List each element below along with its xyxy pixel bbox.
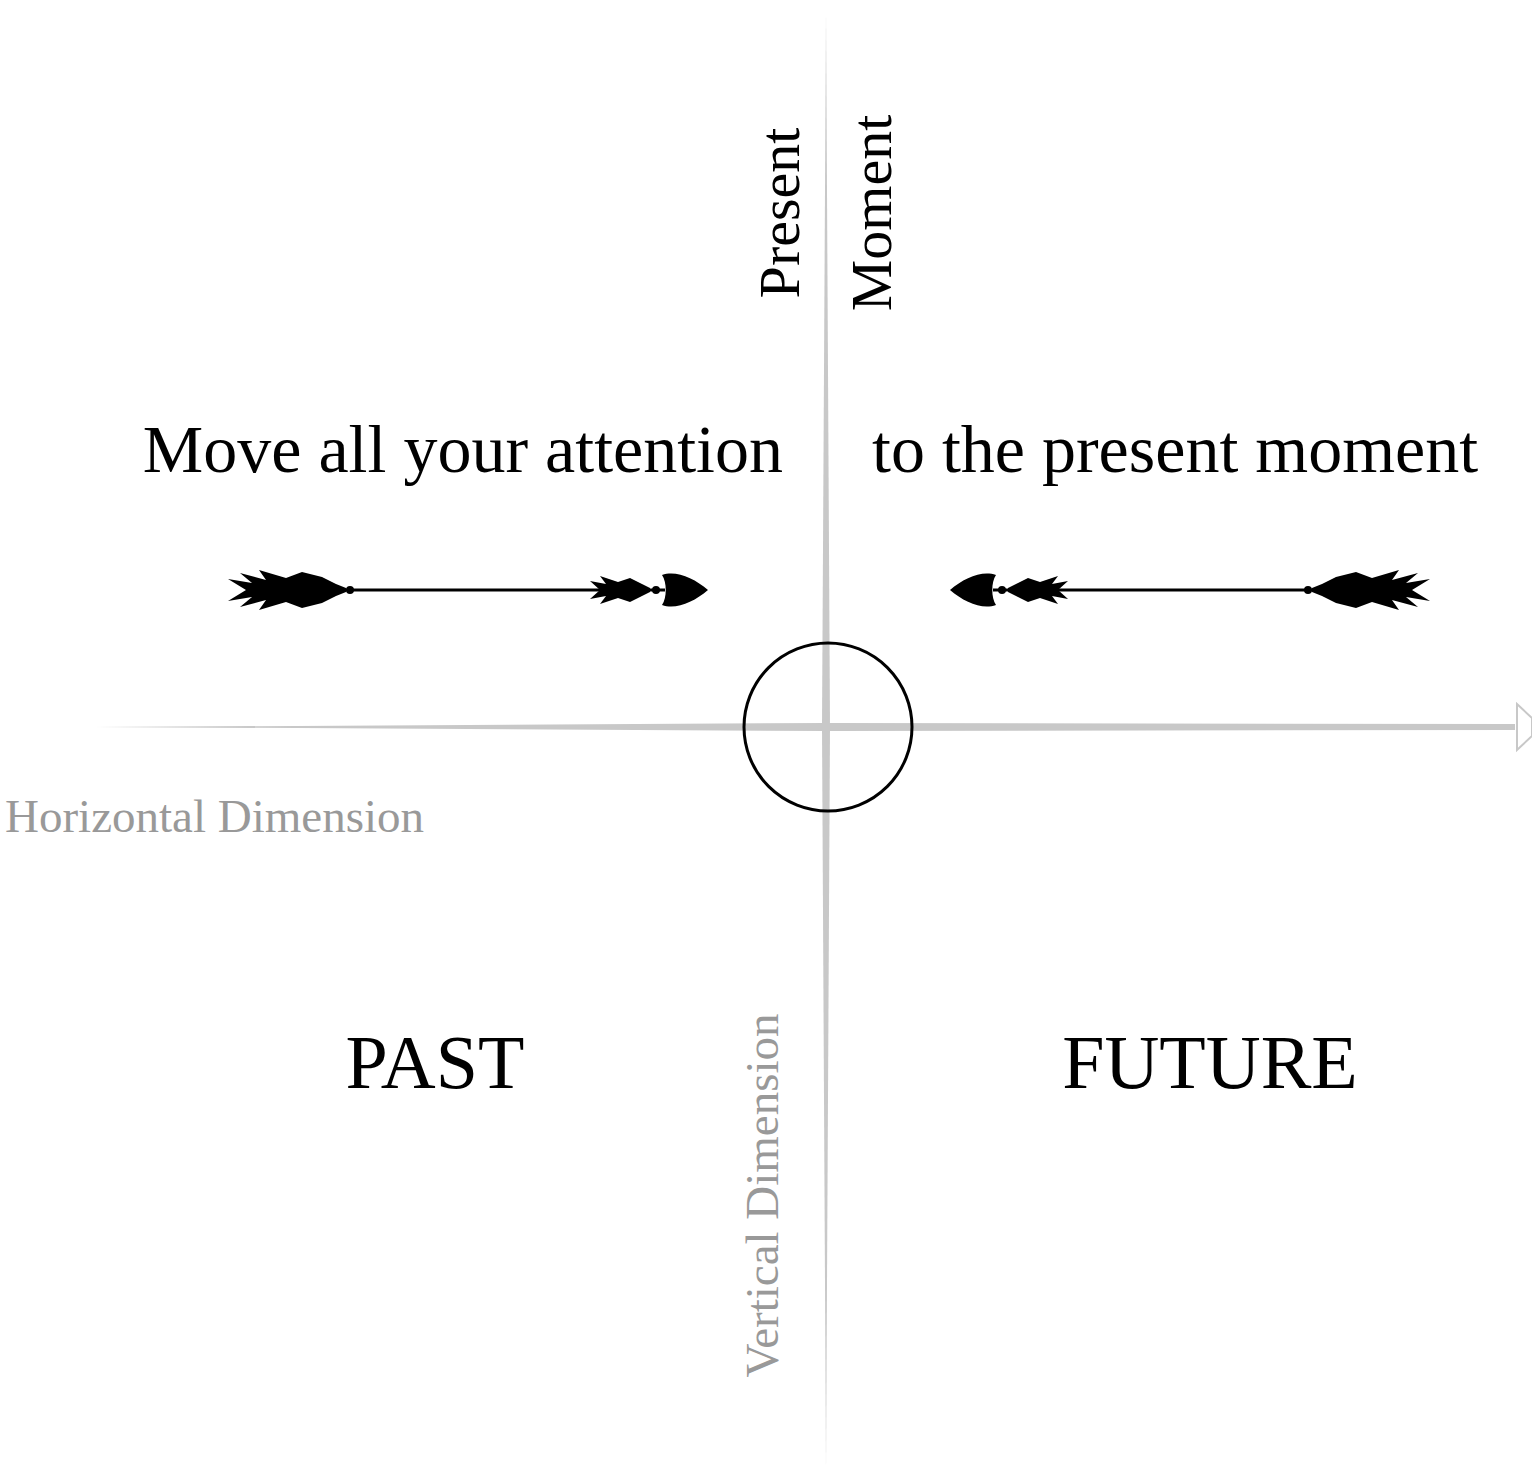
axis-label: Moment	[843, 115, 901, 312]
horizontal-axis	[95, 723, 1515, 731]
instruction-text: to the present moment	[872, 415, 1478, 483]
axis-arrowhead	[1517, 704, 1532, 750]
time-label: PAST	[346, 1024, 525, 1100]
axis-label: Present	[751, 128, 809, 299]
attention-arrow	[228, 570, 708, 610]
vertical-axis	[822, 12, 830, 1470]
dimension-label: Vertical Dimension	[738, 1013, 785, 1377]
instruction-text: Move all your attention	[143, 415, 783, 483]
attention-arrow	[950, 570, 1430, 610]
dimension-label: Horizontal Dimension	[5, 793, 424, 840]
present-circle	[744, 643, 912, 811]
time-label: FUTURE	[1062, 1024, 1358, 1100]
